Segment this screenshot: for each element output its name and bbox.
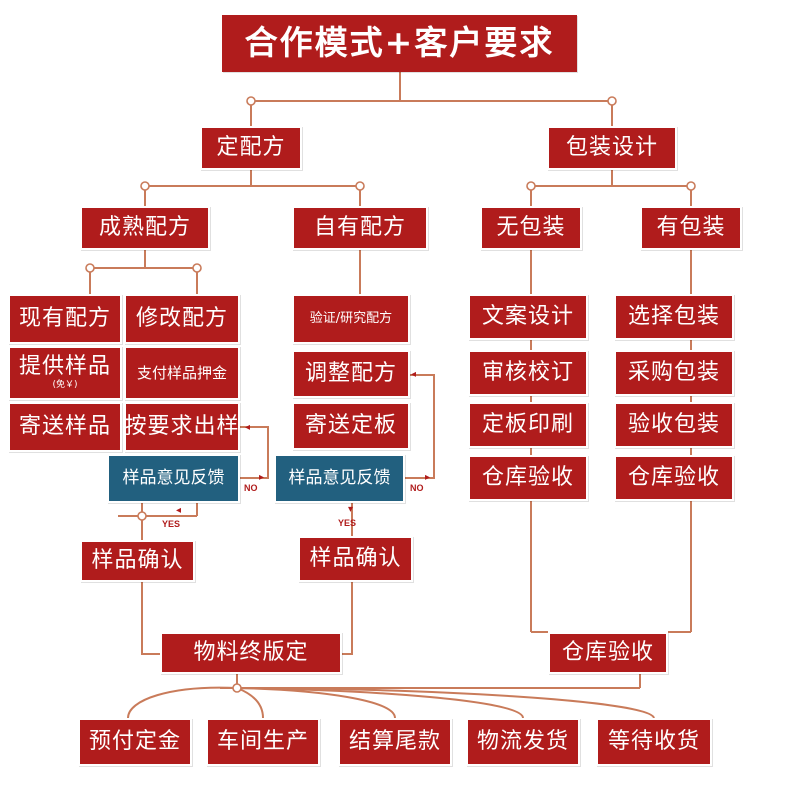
modify-formula-box: 修改配方 bbox=[124, 294, 240, 344]
arrow-right-icon: ▸ bbox=[259, 472, 265, 483]
diagram-title: 合作模式+客户要求 bbox=[222, 15, 577, 72]
verify-formula-box: 验证/研究配方 bbox=[292, 294, 410, 344]
warehouse-check-box-has: 仓库验收 bbox=[614, 455, 734, 501]
sample-feedback-box-left: 样品意见反馈 bbox=[107, 454, 240, 503]
arrow-left-icon: ◂ bbox=[411, 369, 417, 380]
no-label-left: NO bbox=[244, 483, 258, 493]
sample-confirm-box-middle: 样品确认 bbox=[298, 536, 413, 582]
provide-sample-label: 提供样品 bbox=[18, 353, 111, 379]
mature-formula-box: 成熟配方 bbox=[80, 206, 210, 250]
custom-sample-box: 按要求出样 bbox=[124, 402, 240, 452]
arrow-down-icon: ▾ bbox=[348, 504, 354, 515]
yes-label-middle: YES bbox=[338, 518, 357, 528]
prepay-deposit-box: 预付定金 bbox=[78, 718, 192, 766]
copywriting-design-box: 文案设计 bbox=[468, 294, 588, 340]
workshop-production-box: 车间生产 bbox=[206, 718, 320, 766]
provide-sample-note: (免￥) bbox=[52, 380, 78, 391]
arrow-left-icon: ◂ bbox=[176, 505, 182, 516]
packaging-branch-box: 包装设计 bbox=[547, 126, 677, 170]
final-material-box: 物料终版定 bbox=[160, 632, 342, 674]
review-proofread-box: 审核校订 bbox=[468, 350, 588, 396]
final-warehouse-check-box: 仓库验收 bbox=[548, 632, 668, 674]
has-packaging-box: 有包装 bbox=[640, 206, 742, 250]
no-packaging-box: 无包装 bbox=[480, 206, 582, 250]
choose-packaging-box: 选择包装 bbox=[614, 294, 734, 340]
own-formula-box: 自有配方 bbox=[292, 206, 428, 250]
no-label-middle: NO bbox=[410, 483, 424, 493]
plate-printing-box: 定板印刷 bbox=[468, 402, 588, 448]
inspect-packaging-box: 验收包装 bbox=[614, 402, 734, 448]
await-delivery-box: 等待收货 bbox=[596, 718, 712, 766]
arrow-right-icon: ▸ bbox=[425, 472, 431, 483]
existing-formula-box: 现有配方 bbox=[8, 294, 122, 344]
send-board-box: 寄送定板 bbox=[292, 402, 410, 450]
sample-confirm-box-left: 样品确认 bbox=[80, 540, 195, 582]
yes-label-left: YES bbox=[162, 519, 181, 529]
send-sample-box: 寄送样品 bbox=[8, 402, 122, 452]
warehouse-check-box-none: 仓库验收 bbox=[468, 455, 588, 501]
purchase-packaging-box: 采购包装 bbox=[614, 350, 734, 396]
arrow-left-icon: ◂ bbox=[245, 422, 251, 433]
logistics-shipping-box: 物流发货 bbox=[466, 718, 580, 766]
provide-sample-box: 提供样品 (免￥) bbox=[8, 346, 122, 400]
settle-balance-box: 结算尾款 bbox=[338, 718, 452, 766]
sample-feedback-box-middle: 样品意见反馈 bbox=[274, 454, 405, 503]
adjust-formula-box: 调整配方 bbox=[292, 350, 410, 398]
formula-branch-box: 定配方 bbox=[200, 126, 302, 170]
sample-deposit-box: 支付样品押金 bbox=[124, 346, 240, 400]
